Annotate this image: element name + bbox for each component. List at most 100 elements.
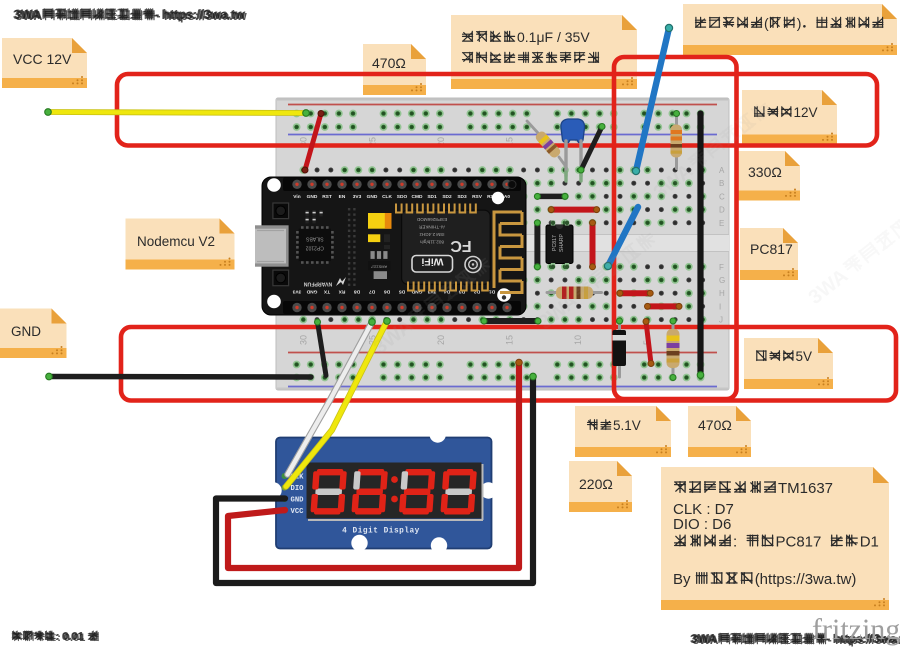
svg-text:D6: D6 bbox=[384, 289, 390, 295]
svg-text:CLK : D7: CLK : D7 bbox=[673, 501, 734, 518]
svg-text:H: H bbox=[719, 289, 725, 298]
svg-text:G: G bbox=[719, 276, 725, 285]
svg-text:VCC: VCC bbox=[291, 508, 305, 516]
svg-text:SDO: SDO bbox=[397, 194, 408, 200]
svg-text:GND: GND bbox=[307, 194, 318, 200]
svg-text:15: 15 bbox=[504, 137, 514, 147]
svg-text:470Ω: 470Ω bbox=[698, 417, 732, 433]
svg-text:D7: D7 bbox=[369, 289, 375, 295]
svg-text:DIO : D6: DIO : D6 bbox=[673, 516, 731, 533]
svg-text:D4: D4 bbox=[444, 289, 450, 295]
svg-text:D8: D8 bbox=[354, 289, 360, 295]
svg-text:3WA: 3WA bbox=[14, 7, 41, 21]
svg-text:RSV: RSV bbox=[472, 194, 483, 200]
svg-text:802.11b/g/n: 802.11b/g/n bbox=[420, 240, 444, 245]
svg-text:15: 15 bbox=[504, 335, 514, 345]
svg-text:I: I bbox=[719, 302, 721, 311]
svg-text:3WA: 3WA bbox=[690, 632, 716, 646]
svg-text:3V3: 3V3 bbox=[353, 194, 362, 200]
svg-text:: 0.01: : 0.01 bbox=[56, 631, 84, 643]
svg-text:J: J bbox=[719, 316, 723, 325]
svg-text:(: ( bbox=[764, 15, 769, 31]
svg-text:D1: D1 bbox=[860, 534, 879, 551]
svg-text:TM1637: TM1637 bbox=[778, 480, 833, 497]
svg-text:A: A bbox=[719, 166, 725, 175]
svg-text:NVARPFUN: NVARPFUN bbox=[304, 280, 333, 286]
svg-text:AI-THINKER: AI-THINKER bbox=[418, 224, 445, 229]
svg-text:A0: A0 bbox=[504, 194, 510, 200]
svg-text:GND: GND bbox=[306, 289, 317, 295]
svg-text:3WA: 3WA bbox=[13, 8, 40, 22]
svg-text:- https://3wa.tw: - https://3wa.tw bbox=[156, 9, 247, 23]
svg-text:20: 20 bbox=[436, 137, 446, 147]
svg-text:3WA: 3WA bbox=[16, 9, 43, 23]
svg-text:VCC 12V: VCC 12V bbox=[13, 51, 72, 67]
svg-text:- https://3wa.tw: - https://3wa.tw bbox=[155, 7, 246, 21]
svg-text:FC: FC bbox=[450, 237, 472, 254]
svg-text:C: C bbox=[719, 192, 725, 201]
svg-text:D: D bbox=[719, 206, 725, 215]
svg-text:25: 25 bbox=[367, 335, 377, 345]
svg-text:25: 25 bbox=[367, 137, 377, 147]
svg-text:30: 30 bbox=[299, 137, 309, 147]
svg-text:EN: EN bbox=[339, 194, 346, 200]
svg-text:ISM 2.4GHz: ISM 2.4GHz bbox=[419, 232, 445, 237]
svg-text:WiFi: WiFi bbox=[421, 256, 443, 268]
svg-text:CMD: CMD bbox=[412, 194, 423, 200]
svg-text:PC817: PC817 bbox=[552, 235, 558, 251]
svg-text:10: 10 bbox=[573, 335, 583, 345]
svg-text:CP2102: CP2102 bbox=[306, 244, 324, 250]
svg-text:470Ω: 470Ω bbox=[372, 55, 406, 71]
svg-text:RST: RST bbox=[322, 194, 332, 200]
svg-text:fritzing: fritzing bbox=[812, 613, 900, 646]
svg-text:30: 30 bbox=[299, 335, 309, 345]
svg-text:CLK: CLK bbox=[291, 474, 305, 482]
svg-text:SILABS: SILABS bbox=[305, 235, 323, 241]
svg-text:D5: D5 bbox=[399, 289, 405, 295]
svg-text:: 0.01: : 0.01 bbox=[57, 632, 85, 644]
svg-text:): ) bbox=[797, 15, 802, 31]
svg-text:SD1: SD1 bbox=[427, 194, 437, 200]
svg-text:ESP8266MOD: ESP8266MOD bbox=[416, 217, 447, 222]
svg-text:E: E bbox=[719, 219, 724, 228]
svg-text:Vin: Vin bbox=[293, 194, 300, 200]
svg-text:TX: TX bbox=[323, 289, 330, 295]
svg-text:D1: D1 bbox=[489, 289, 495, 295]
svg-text:PC817: PC817 bbox=[776, 534, 822, 551]
svg-text:GND: GND bbox=[11, 324, 41, 339]
svg-text:D2: D2 bbox=[474, 289, 480, 295]
svg-text:F: F bbox=[719, 263, 724, 272]
svg-text:PC817: PC817 bbox=[750, 241, 793, 257]
svg-text:DIO: DIO bbox=[291, 485, 305, 493]
svg-text:GND: GND bbox=[411, 289, 422, 295]
svg-text:GND: GND bbox=[367, 194, 378, 200]
svg-text:- https://3wa.tw: - https://3wa.tw bbox=[827, 631, 900, 645]
svg-text:220Ω: 220Ω bbox=[579, 476, 613, 492]
svg-text:B: B bbox=[719, 179, 724, 188]
svg-text:5.1V: 5.1V bbox=[613, 418, 641, 433]
svg-text:- https://3wa.tw: - https://3wa.tw bbox=[825, 632, 900, 646]
svg-text:SD2: SD2 bbox=[442, 194, 452, 200]
svg-text:20: 20 bbox=[436, 335, 446, 345]
svg-text:0.1μF / 35V: 0.1μF / 35V bbox=[517, 29, 590, 45]
svg-text:3V3: 3V3 bbox=[427, 289, 436, 295]
svg-text:3V3: 3V3 bbox=[292, 289, 301, 295]
svg-text:- https://3wa.tw: - https://3wa.tw bbox=[154, 8, 245, 22]
svg-text:4 Digit Display: 4 Digit Display bbox=[342, 528, 420, 536]
svg-text:AMS1117: AMS1117 bbox=[371, 264, 387, 268]
svg-text:Nodemcu V2: Nodemcu V2 bbox=[137, 234, 215, 249]
svg-text:12V: 12V bbox=[794, 105, 818, 120]
svg-text:3WA: 3WA bbox=[693, 633, 719, 647]
svg-text:330Ω: 330Ω bbox=[748, 164, 782, 180]
svg-text:CLK: CLK bbox=[382, 194, 392, 200]
svg-text:RX: RX bbox=[338, 289, 345, 295]
svg-text:D3: D3 bbox=[459, 289, 465, 295]
svg-text:By: By bbox=[673, 571, 691, 588]
svg-text:GND: GND bbox=[291, 497, 305, 505]
svg-text:SD3: SD3 bbox=[457, 194, 467, 200]
svg-text:: 0.01: : 0.01 bbox=[55, 631, 83, 643]
svg-text:5V: 5V bbox=[796, 349, 813, 364]
svg-text:3WA: 3WA bbox=[691, 631, 717, 645]
svg-text::: : bbox=[733, 534, 737, 551]
svg-text:(https://3wa.tw): (https://3wa.tw) bbox=[755, 571, 857, 588]
